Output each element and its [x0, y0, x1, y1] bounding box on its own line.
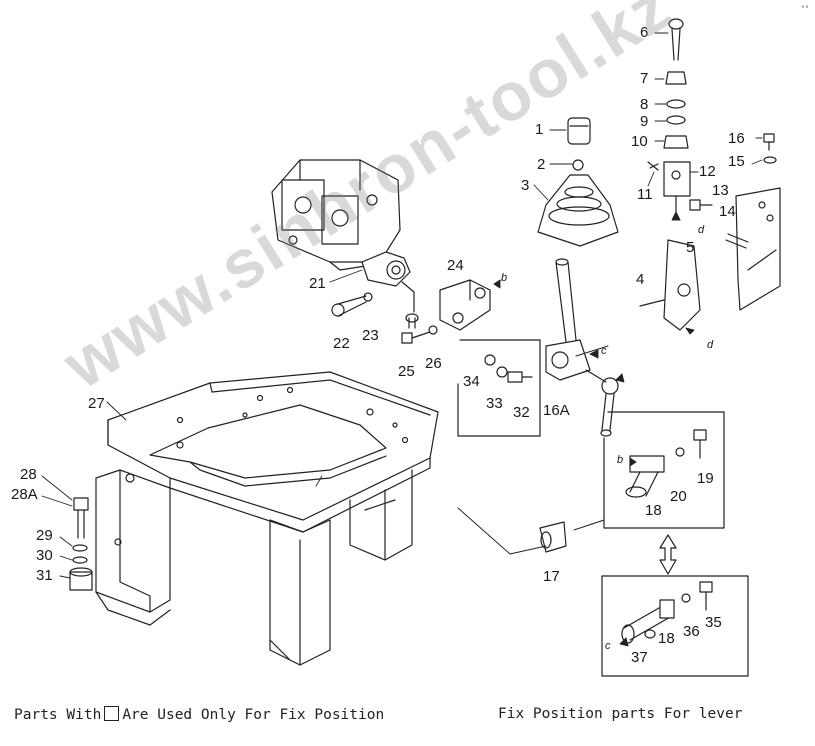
lever-arm-part-4-5 [639, 239, 701, 331]
washer-part-8 [666, 99, 686, 109]
part-label-2: 2 [537, 156, 546, 173]
washer-part-26 [428, 325, 438, 335]
bolt-part-6 [668, 18, 684, 61]
caption-left: Parts With Are Used Only For Fix Position [14, 706, 384, 723]
valve-block [271, 159, 401, 271]
inset-box-35-37 [601, 575, 749, 677]
knob-part-1 [567, 117, 591, 145]
hub-part-16 [545, 339, 607, 383]
part-label-1: 1 [535, 121, 544, 138]
part-label-22: 22 [333, 335, 350, 352]
bracket-part-21 [361, 251, 419, 329]
part-label-35: 35 [705, 614, 722, 631]
bolt-part-22 [331, 295, 367, 317]
link-part-14 [725, 233, 749, 249]
bolt-part-13 [689, 199, 713, 211]
part-label-20: 20 [670, 488, 687, 505]
washer-part-30 [72, 556, 88, 564]
inset-box-32-34 [457, 339, 541, 437]
part-label-10: 10 [631, 133, 648, 150]
corner-mark: ᵃᵃ [800, 4, 809, 12]
part-label-36: 36 [683, 623, 700, 640]
direction-arrows [493, 211, 695, 647]
part-label-11: 11 [637, 186, 653, 203]
part-label-15: 15 [728, 153, 745, 170]
frame-part-27 [95, 371, 439, 666]
double-arrow [659, 534, 677, 575]
part-label-18: 18 [645, 502, 662, 519]
part-label-31: 31 [36, 567, 53, 584]
part-label-18b: 18 [658, 630, 675, 647]
washer-part-23 [363, 292, 373, 302]
part-label-28A: 28A [11, 486, 38, 503]
part-label-4: 4 [636, 271, 645, 288]
nut-part-2 [572, 159, 584, 171]
part-label-13: 13 [712, 182, 729, 199]
caption-left-before: Parts With [14, 707, 102, 723]
part-label-12: 12 [699, 163, 716, 180]
boot-part-3 [537, 174, 619, 247]
part-label-37: 37 [631, 649, 648, 666]
connector-label-b2: b [617, 454, 624, 466]
washer-part-15 [763, 156, 777, 164]
leader-lines [41, 32, 763, 579]
part-label-16A: 16A [543, 402, 570, 419]
link-lines [457, 345, 609, 555]
part-label-7: 7 [640, 70, 649, 87]
bolt-part-25 [401, 331, 431, 344]
part-label-25: 25 [398, 363, 415, 380]
part-label-14: 14 [719, 203, 736, 220]
caption-left-after: Are Used Only For Fix Position [122, 707, 385, 723]
washer-part-9 [666, 115, 686, 125]
part-label-29: 29 [36, 527, 53, 544]
inset-box-18-20 [603, 411, 725, 529]
part-label-16: 16 [728, 130, 745, 147]
part-label-23: 23 [362, 327, 379, 344]
spacer-part-31 [69, 567, 93, 591]
connector-label-d1: d [698, 224, 705, 236]
rod-end [600, 377, 619, 437]
bracket-plate [735, 187, 781, 311]
nut-part-10 [663, 135, 689, 149]
part-label-17: 17 [543, 568, 560, 585]
pin-part-11 [647, 161, 659, 171]
part-label-26: 26 [425, 355, 442, 372]
part-label-6: 6 [640, 24, 649, 41]
clevis-part-12 [663, 161, 691, 213]
part-label-21: 21 [309, 275, 326, 292]
part-label-33: 33 [486, 395, 503, 412]
fix-position-box-icon [104, 706, 120, 721]
part-label-27: 27 [88, 395, 105, 412]
part-label-34: 34 [463, 373, 480, 390]
connector-label-c1: c [601, 345, 607, 357]
lever-rod [555, 258, 577, 343]
clevis-part-24 [439, 279, 491, 331]
part-label-8: 8 [640, 96, 649, 113]
bolt-part-16-top [763, 133, 775, 151]
part-label-32: 32 [513, 404, 530, 421]
caption-right: Fix Position parts For lever [498, 706, 743, 722]
part-label-24: 24 [447, 257, 464, 274]
bolt-part-28 [73, 497, 89, 539]
part-label-28: 28 [20, 466, 37, 483]
sleeve-part-17 [539, 521, 567, 553]
part-label-3: 3 [521, 177, 530, 194]
connector-label-b1: b [501, 272, 508, 284]
connector-label-d2: d [707, 339, 714, 351]
part-label-5: 5 [686, 239, 695, 256]
connector-label-c2: c [605, 640, 611, 652]
part-label-19: 19 [697, 470, 714, 487]
part-label-30: 30 [36, 547, 53, 564]
nut-part-7 [665, 71, 687, 85]
washer-part-29 [72, 544, 88, 552]
part-label-9: 9 [640, 113, 649, 130]
